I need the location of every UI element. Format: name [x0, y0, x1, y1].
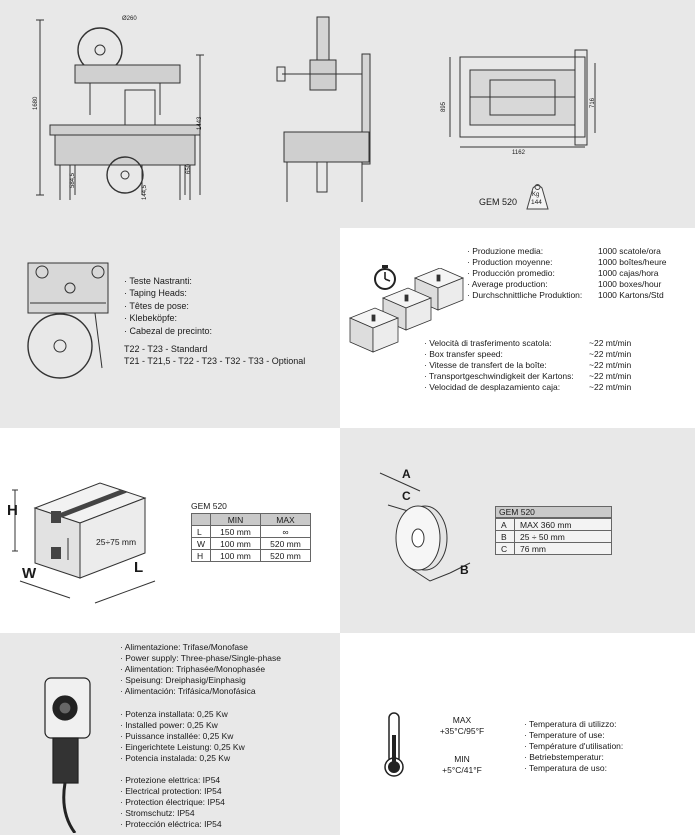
temp-label-de: · Betriebstemperatur: — [524, 752, 604, 762]
taping-label-de: · Klebeköpfe: — [124, 313, 178, 324]
tape-label-a: A — [402, 467, 411, 481]
taping-label-es: · Cabezal de precinto: — [124, 325, 213, 336]
thermometer-icon — [384, 712, 404, 777]
temp-label-en: · Temperature of use: — [524, 730, 605, 740]
installed-power-es: · Potencia instalada: 0,25 Kw — [120, 753, 231, 763]
power-supply-en: · Power supply: Three-phase/Single-phase — [120, 653, 281, 663]
dim-h650: 650 — [186, 163, 192, 174]
speed-row: · Velocidad de desplazamiento caja:~22 m… — [424, 382, 632, 392]
dim-w716: 716 — [590, 97, 596, 108]
tape-label-c: C — [402, 489, 411, 503]
installed-power-de: · Eingerichtete Leistung: 0,25 Kw — [120, 742, 245, 752]
speed-row: · Velocità di trasferimento scatola:~22 … — [424, 338, 632, 348]
temperature-panel: MAX +35°C/95°F MIN +5°C/41°F · Temperatu… — [340, 633, 695, 835]
weight-icon — [526, 184, 549, 210]
speed-row: · Transportgeschwindigkeit der Kartons:~… — [424, 371, 632, 381]
power-supply-es: · Alimentación: Trifásica/Monofásica — [120, 686, 256, 696]
speed-row: · Box transfer speed:~22 mt/min — [424, 349, 632, 359]
temp-max-value: +35°C/95°F — [439, 726, 485, 736]
power-plug-icon — [44, 677, 91, 833]
weight-value: 144 — [531, 199, 542, 206]
production-row: · Produzione media:1000 scatole/ora — [467, 246, 661, 256]
dim-d260: Ø260 — [122, 16, 137, 22]
protection-de: · Stromschutz: IP54 — [120, 808, 195, 818]
tape-roll-diagram — [379, 472, 471, 582]
power-supply-fr: · Alimentation: Triphasée/Monophasée — [120, 664, 266, 674]
temp-min-value: +5°C/41°F — [442, 765, 482, 775]
box-table-title: GEM 520 — [191, 501, 227, 511]
temp-min-label: MIN — [454, 754, 470, 764]
taping-optional: T21 - T21,5 - T22 - T23 - T32 - T33 - Op… — [124, 356, 306, 367]
model-label: GEM 520 — [479, 197, 518, 207]
tape-table-title: GEM 520 — [495, 506, 612, 518]
taping-head-drawing — [27, 262, 109, 379]
weight-badge: Kg 144 — [524, 183, 551, 211]
dim-d144: 144,5 — [142, 184, 148, 200]
power-supply-it: · Alimentazione: Trifase/Monofase — [120, 642, 249, 652]
taping-heads-labels: · Teste Nastranti: · Taping Heads: · Têt… — [124, 275, 305, 368]
weight-unit: Kg — [532, 192, 540, 198]
machine-front-view — [36, 19, 204, 200]
production-row: · Producción promedio:1000 cajas/hora — [467, 268, 659, 278]
installed-power-list: · Potenza installata: 0,25 Kw · Installe… — [120, 709, 245, 764]
machine-top-view — [449, 49, 596, 148]
machine-side-view — [276, 16, 371, 202]
power-supply-de: · Speisung: Dreiphasig/Einphasig — [120, 675, 246, 685]
tape-label-b: B — [460, 563, 469, 577]
production-row: · Average production:1000 boxes/hour — [467, 279, 662, 289]
taping-label-fr: · Têtes de pose: — [124, 300, 189, 311]
temp-max-label: MAX — [452, 715, 472, 725]
production-panel: · Produzione media:1000 scatole/ora · Pr… — [340, 228, 695, 428]
production-row: · Durchschnittliche Produktion:1000 Kart… — [467, 290, 664, 300]
electrical-panel: · Alimentazione: Trifase/Monofase · Powe… — [0, 633, 340, 835]
power-supply-list: · Alimentazione: Trifase/Monofase · Powe… — [120, 642, 281, 697]
temp-max-block: MAX +35°C/95°F — [432, 715, 492, 737]
protection-es: · Protección eléctrica: IP54 — [120, 819, 222, 829]
dim-h1443: 1443 — [197, 116, 203, 130]
temp-label-es: · Temperatura de uso: — [524, 763, 607, 773]
temp-min-block: MIN +5°C/41°F — [432, 754, 492, 776]
box-label-l: L — [134, 559, 144, 576]
temperature-labels: · Temperatura di utilizzo: · Temperature… — [524, 719, 623, 774]
installed-power-en: · Installed power: 0,25 Kw — [120, 720, 218, 730]
dim-w1162: 1162 — [512, 150, 525, 156]
box-diagram — [12, 482, 156, 604]
installed-power-it: · Potenza installata: 0,25 Kw — [120, 709, 228, 719]
stopwatch-icon — [374, 265, 396, 290]
boxes-conveyor-icon — [348, 268, 465, 353]
dim-w895: 895 — [441, 101, 447, 112]
protection-it: · Protezione elettrica: IP54 — [120, 775, 221, 785]
dim-d584: 584,5 — [70, 172, 76, 188]
protection-list: · Protezione elettrica: IP54 · Electrica… — [120, 775, 225, 830]
temp-label-fr: · Température d'utilisation: — [524, 741, 624, 751]
temp-label-it: · Temperatura di utilizzo: — [524, 719, 617, 729]
taping-heads-panel: · Teste Nastranti: · Taping Heads: · Têt… — [0, 228, 340, 428]
speed-row: · Vitesse de transfert de la boîte:~22 m… — [424, 360, 632, 370]
protection-fr: · Protection électrique: IP54 — [120, 797, 225, 807]
production-row: · Production moyenne:1000 boîtes/heure — [467, 257, 667, 267]
box-label-h: H — [7, 502, 18, 519]
protection-en: · Electrical protection: IP54 — [120, 786, 222, 796]
machine-drawings-panel: Ø260 1680 1443 650 584,5 144,5 895 — [0, 0, 695, 228]
taping-standard: T22 - T23 - Standard — [124, 344, 208, 355]
taping-label-en: · Taping Heads: — [124, 288, 187, 299]
dim-h1680: 1680 — [33, 96, 39, 110]
production-list: · Produzione media:1000 scatole/ora · Pr… — [467, 246, 667, 301]
box-label-w: W — [22, 565, 37, 582]
speed-list: · Velocità di trasferimento scatola:~22 … — [424, 338, 631, 393]
installed-power-fr: · Puissance installée: 0,25 Kw — [120, 731, 234, 741]
box-tape-range: 25÷75 mm — [96, 537, 137, 547]
taping-label-it: · Teste Nastranti: — [124, 276, 192, 286]
